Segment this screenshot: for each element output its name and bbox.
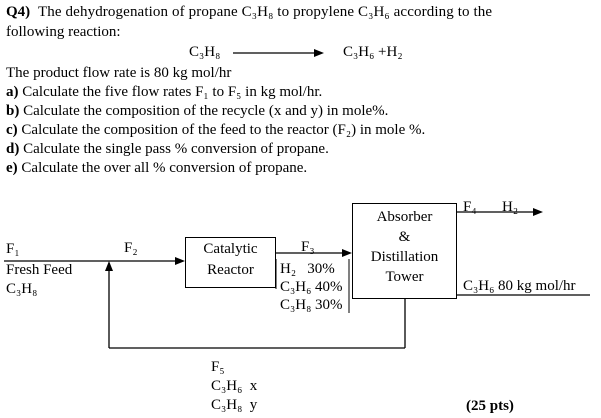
part-e-text: Calculate the over all % conversion of p… bbox=[21, 160, 308, 176]
bottom-product-flow: 80 kg mol/hr bbox=[498, 278, 576, 294]
part-b-text: Calculate the composition of the recycle… bbox=[23, 103, 389, 119]
part-c: c) Calculate the composition of the feed… bbox=[6, 122, 425, 139]
reaction-products: C₃H₆ +H₂ bbox=[343, 44, 403, 60]
outlet-composition-propylene: C₃H₆ 40% bbox=[280, 279, 343, 295]
absorber-distillation-tower bbox=[352, 203, 457, 299]
part-d-label: d) bbox=[6, 141, 20, 157]
separator-label-2: & bbox=[398, 229, 411, 245]
reactor-label-2: Reactor bbox=[207, 262, 254, 278]
points-label: (25 pts) bbox=[466, 398, 514, 414]
catalytic-reactor bbox=[185, 237, 276, 288]
outlet-composition-h2: H₂ 30% bbox=[280, 261, 335, 277]
recycle-stream-label: F₅ bbox=[211, 359, 225, 375]
part-a: a) Calculate the five flow rates F₁ to F… bbox=[6, 84, 322, 101]
part-d-text: Calculate the single pass % conversion o… bbox=[23, 141, 329, 157]
top-product-component: H₂ bbox=[502, 199, 519, 215]
recycle-component-y: C₃H₈ y bbox=[211, 397, 258, 413]
fresh-feed-label: Fresh Feed bbox=[6, 262, 73, 278]
fresh-feed-component: C₃H₈ bbox=[6, 281, 38, 297]
recycle-component-x: C₃H₆ x bbox=[211, 378, 258, 394]
separator-label-3: Distillation bbox=[370, 249, 439, 265]
part-c-text: Calculate the composition of the feed to… bbox=[21, 122, 426, 138]
part-e: e) Calculate the over all % conversion o… bbox=[6, 160, 307, 177]
question-intro-line-1: The dehydrogenation of propane C₃H₈ to p… bbox=[38, 4, 493, 20]
bottom-product-component: C₃H₆ bbox=[463, 278, 495, 294]
part-b-label: b) bbox=[6, 103, 20, 119]
reactor-label-1: Catalytic bbox=[203, 241, 258, 257]
outlet-composition-propane: C₃H₈ 30% bbox=[280, 297, 343, 313]
top-product-stream-label: F₄ bbox=[463, 199, 477, 215]
feed-stream-label: F₁ bbox=[6, 241, 20, 257]
question-intro-line-2: following reaction: bbox=[6, 24, 121, 40]
part-a-label: a) bbox=[6, 84, 19, 100]
part-c-label: c) bbox=[6, 122, 18, 138]
part-b: b) Calculate the composition of the recy… bbox=[6, 103, 388, 120]
part-e-label: e) bbox=[6, 160, 18, 176]
separator-label-1: Absorber bbox=[376, 209, 433, 225]
part-d: d) Calculate the single pass % conversio… bbox=[6, 141, 329, 158]
question-number: Q4) bbox=[6, 4, 31, 20]
given-product-flow: The product flow rate is 80 kg mol/hr bbox=[6, 65, 232, 81]
reactor-outlet-stream-label: F₃ bbox=[301, 239, 315, 255]
separator-label-4: Tower bbox=[385, 269, 424, 285]
reaction-reactant: C₃H₈ bbox=[189, 44, 221, 60]
reactor-inlet-stream-label: F₂ bbox=[124, 240, 138, 256]
part-a-text: Calculate the five flow rates F₁ to F₅ i… bbox=[22, 84, 323, 100]
bottom-product: C₃H₆ 80 kg mol/hr bbox=[463, 278, 576, 295]
